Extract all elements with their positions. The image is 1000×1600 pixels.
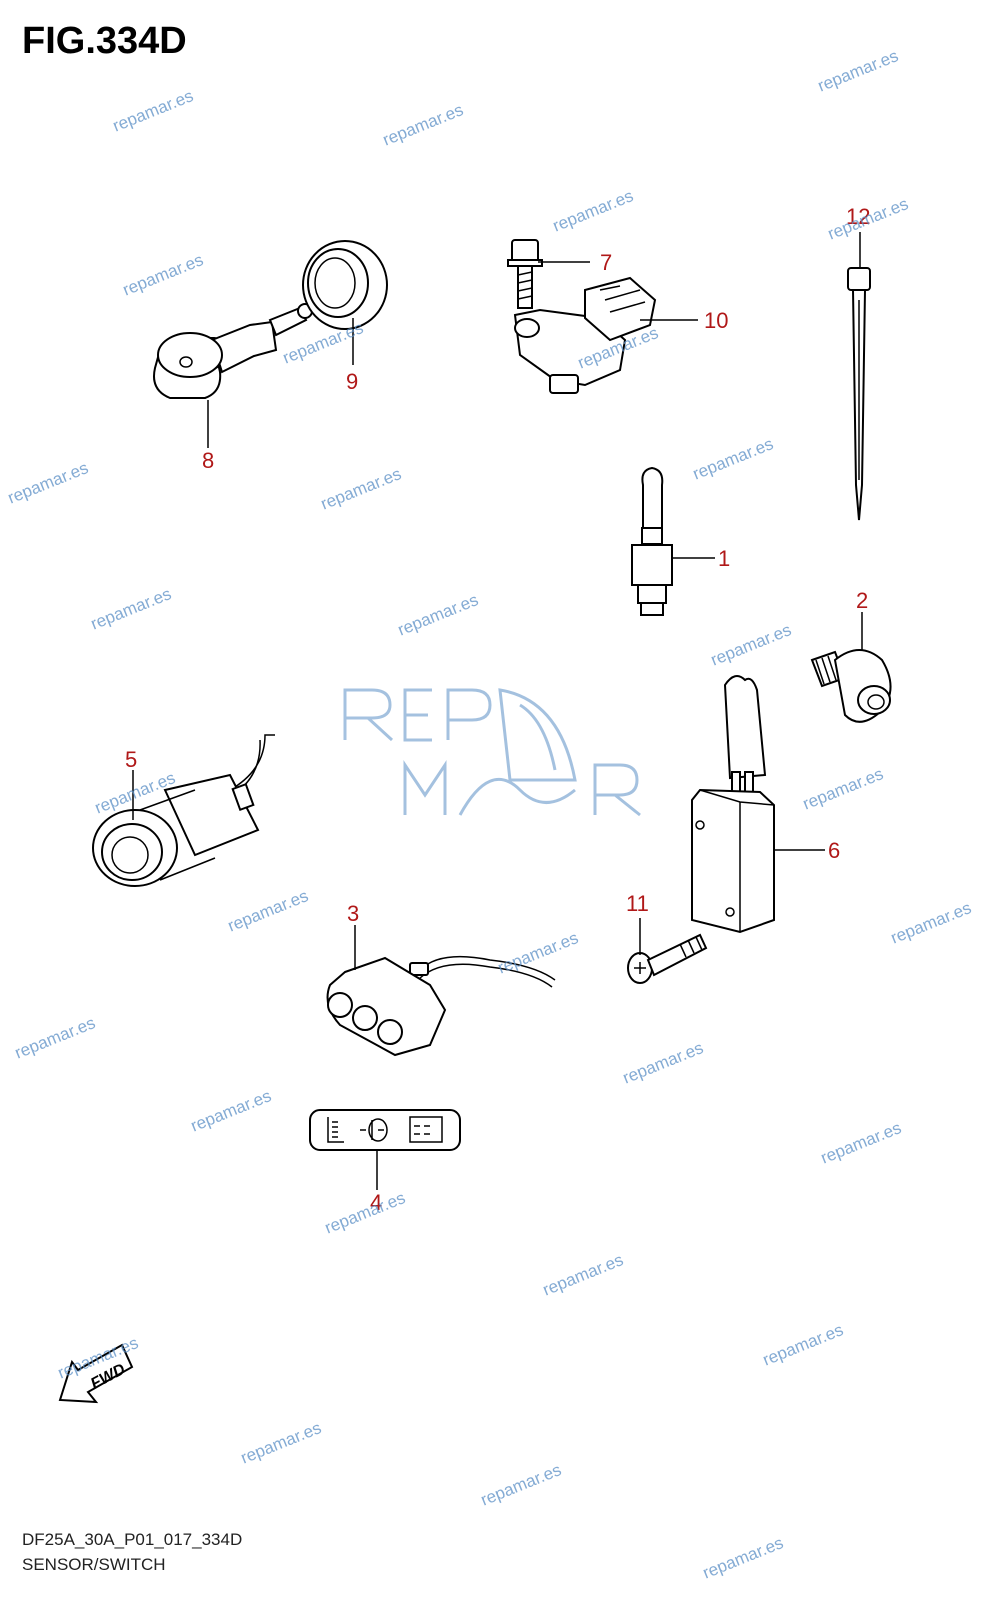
callout-4: 4: [370, 1190, 382, 1215]
part-9-grommet: [302, 240, 388, 330]
footer-caption: SENSOR/SWITCH: [22, 1555, 166, 1574]
part-2-pressure-switch: [810, 649, 892, 723]
part-4-label-plate: [309, 1109, 461, 1151]
callout-12: 12: [846, 204, 870, 229]
part-7-bolt: [507, 239, 543, 309]
callout-2: 2: [856, 588, 868, 613]
callout-1: 1: [718, 546, 730, 571]
leader-lines: [132, 232, 863, 1190]
part-5-sensor: [92, 734, 275, 887]
repmar-logo: [343, 688, 641, 817]
callout-9: 9: [346, 369, 358, 394]
callout-8: 8: [202, 448, 214, 473]
figure-title: FIG.334D: [22, 20, 187, 62]
part-3-indicator-housing: [326, 955, 556, 1057]
callout-10: 10: [704, 308, 728, 333]
part-10-pressure-sensor: [513, 276, 657, 394]
part-11-screw: [627, 933, 708, 984]
callout-3: 3: [347, 901, 359, 926]
part-12-cable-tie: [847, 267, 871, 521]
footer-code: DF25A_30A_P01_017_334D: [22, 1530, 243, 1549]
callouts: 1 2 3 4 5 6 7 8 9 10 11 12: [125, 204, 870, 1215]
callout-7: 7: [600, 250, 612, 275]
callout-6: 6: [828, 838, 840, 863]
callout-5: 5: [125, 747, 137, 772]
callout-11: 11: [626, 891, 649, 916]
part-1-temp-sensor: [631, 466, 673, 616]
part-6-switch: [691, 675, 775, 934]
